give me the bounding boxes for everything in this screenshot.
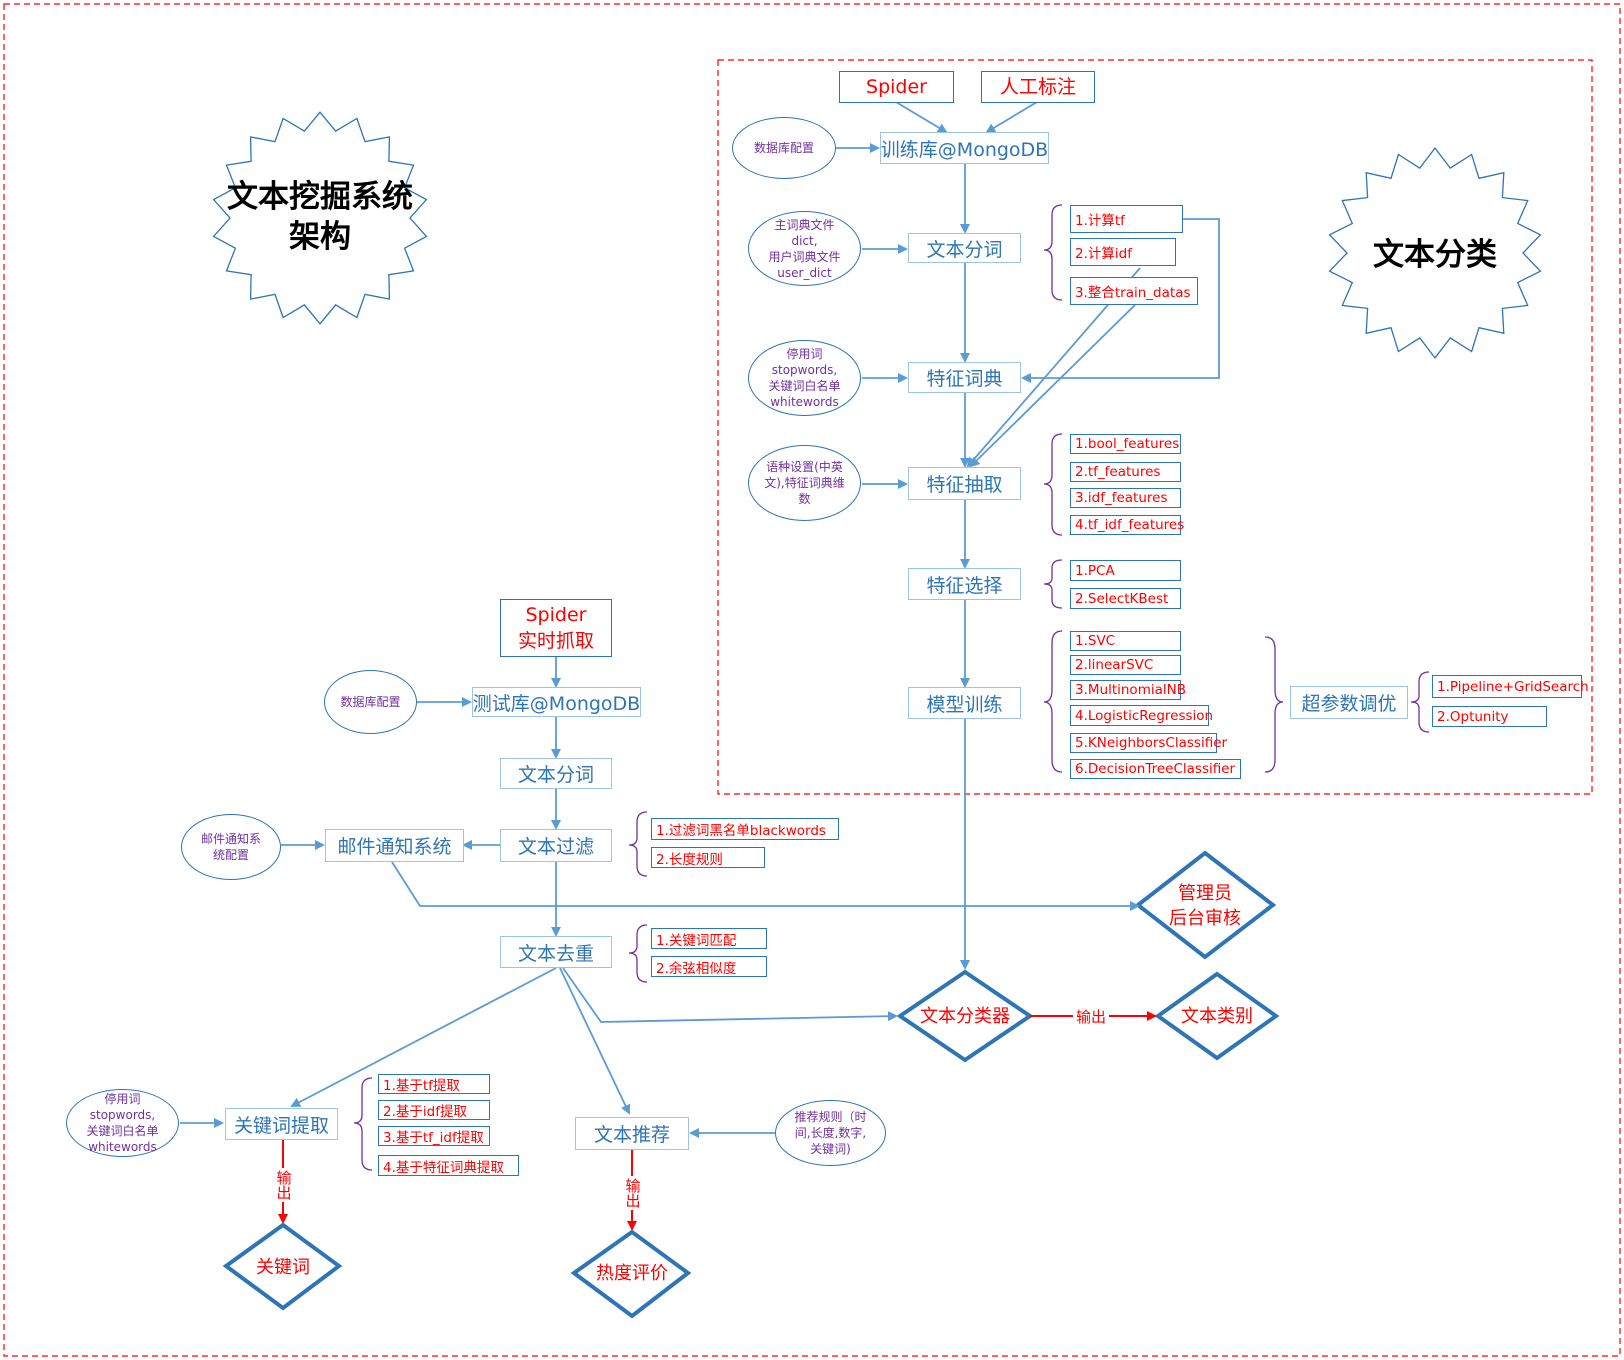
bracket-filter <box>628 811 648 877</box>
model-item-4: 5.KNeighborsClassifier <box>1070 733 1227 753</box>
model-item-5: 6.DecisionTreeClassifier <box>1070 759 1241 779</box>
kw-stopwords-ellipse: 停用词 stopwords, 关键词白名单 whitewords <box>66 1089 179 1157</box>
category-diamond <box>1154 971 1280 1061</box>
filter-item-1: 2.长度规则 <box>651 847 765 868</box>
feature-select-box: 特征选择 <box>908 568 1021 600</box>
admin-review-diamond <box>1134 850 1277 960</box>
arrow-manual-to-traindb <box>985 101 1038 134</box>
dedupe-item-1: 2.余弦相似度 <box>651 956 767 977</box>
tf-item-1: 2.计算idf <box>1070 238 1176 266</box>
recommend-output-label: 输出 <box>623 1176 642 1210</box>
tf-item-2: 3.整合train_datas <box>1070 277 1198 305</box>
admin-review-label: 管理员 后台审核 <box>1169 883 1241 929</box>
extract-item-1: 2.tf_features <box>1070 462 1181 482</box>
manual-label-box: 人工标注 <box>981 71 1095 103</box>
tuning-item-1: 2.Optunity <box>1432 706 1547 727</box>
title-star-shape <box>212 111 428 325</box>
train-segment-box: 文本分词 <box>908 233 1021 263</box>
mail-system-box: 邮件通知系统 <box>325 829 464 862</box>
tf-item-0: 1.计算tf <box>1070 205 1183 233</box>
keyword-extract-box: 关键词提取 <box>225 1108 338 1140</box>
train-db-config-ellipse: 数据库配置 <box>732 117 836 179</box>
dedupe-item-0: 1.关键词匹配 <box>651 928 767 949</box>
keywords-label: 关键词 <box>256 1256 310 1278</box>
bracket-keyword <box>353 1077 373 1171</box>
dict-ellipse: 主词典文件 dict, 用户词典文件 user_dict <box>748 211 861 286</box>
arrow-mail-to-admin <box>391 861 1140 911</box>
tuning-item-0: 1.Pipeline+GridSearch <box>1432 675 1589 698</box>
classify-star-shape <box>1328 147 1542 359</box>
outer-frame <box>3 3 1621 1357</box>
keyword-item-1: 2.基于idf提取 <box>378 1100 490 1120</box>
filter-item-0: 1.过滤词黑名单blackwords <box>651 818 839 840</box>
arrow-spider-to-traindb <box>895 101 948 134</box>
model-item-1: 2.linearSVC <box>1070 655 1181 675</box>
arrow-dedupe-to-classifier <box>562 967 898 1023</box>
select-item-0: 1.PCA <box>1070 560 1181 581</box>
dedupe-box: 文本去重 <box>500 936 612 968</box>
category-label: 文本类别 <box>1181 1005 1253 1027</box>
realtime-spider-box: Spider 实时抓取 <box>500 599 612 657</box>
model-item-0: 1.SVC <box>1070 631 1181 651</box>
stopwords-ellipse: 停用词 stopwords, 关键词白名单 whitewords <box>748 340 861 416</box>
recommend-box: 文本推荐 <box>575 1117 689 1150</box>
feature-extract-box: 特征抽取 <box>908 467 1021 500</box>
bracket-tf <box>1043 204 1063 301</box>
train-db-box: 训练库@MongoDB <box>880 132 1049 164</box>
classifier-diamond <box>896 969 1034 1063</box>
lang-ellipse: 语种设置(中英 文),特征词典维 数 <box>748 445 861 521</box>
classify-star-label: 文本分类 <box>1373 237 1497 273</box>
keywords-diamond <box>222 1222 343 1311</box>
arrow-tf-to-featuredict <box>1021 218 1220 383</box>
bracket-tuning <box>1410 671 1430 733</box>
bracket-model <box>1043 630 1063 773</box>
bracket-dedupe <box>628 924 648 983</box>
arrow-traindatas-to-extract <box>969 304 1136 468</box>
bracket-select <box>1043 559 1063 609</box>
train-spider-box: Spider <box>839 71 954 103</box>
model-train-box: 模型训练 <box>908 687 1021 719</box>
bracket-hyper-left <box>1264 636 1284 773</box>
bracket-extract <box>1043 433 1063 536</box>
filter-box: 文本过滤 <box>500 829 612 862</box>
arrow-dedupe-to-keyword <box>290 967 557 1107</box>
arrow-dedupe-to-recommend <box>559 967 631 1115</box>
classifier-label: 文本分类器 <box>920 1005 1010 1027</box>
keyword-item-3: 4.基于特征词典提取 <box>378 1155 519 1176</box>
mail-config-ellipse: 邮件通知系 统配置 <box>181 814 281 880</box>
classifier-output-label: 输出 <box>1073 1006 1109 1026</box>
model-item-3: 4.LogisticRegression <box>1070 705 1213 726</box>
select-item-1: 2.SelectKBest <box>1070 588 1181 609</box>
test-db-config-ellipse: 数据库配置 <box>324 670 417 734</box>
training-frame <box>717 59 1593 795</box>
hotness-label: 热度评价 <box>596 1262 668 1284</box>
feature-dict-box: 特征词典 <box>908 362 1021 393</box>
extract-item-0: 1.bool_features <box>1070 434 1181 454</box>
extract-item-3: 4.tf_idf_features <box>1070 515 1184 535</box>
title-star-label: 文本挖掘系统 架构 <box>227 179 413 255</box>
model-item-2: 3.MultinomialNB <box>1070 680 1186 700</box>
extract-item-2: 3.idf_features <box>1070 488 1181 508</box>
keyword-output-label: 输出 <box>274 1168 293 1202</box>
keyword-item-0: 1.基于tf提取 <box>378 1074 490 1094</box>
keyword-item-2: 3.基于tf_idf提取 <box>378 1126 490 1146</box>
online-segment-box: 文本分词 <box>500 758 612 789</box>
hyper-tuning-box: 超参数调优 <box>1290 686 1408 719</box>
test-db-box: 测试库@MongoDB <box>472 687 641 717</box>
hotness-diamond <box>570 1229 692 1319</box>
recommend-rules-ellipse: 推荐规则（时 间,长度,数字, 关键词) <box>775 1100 886 1166</box>
